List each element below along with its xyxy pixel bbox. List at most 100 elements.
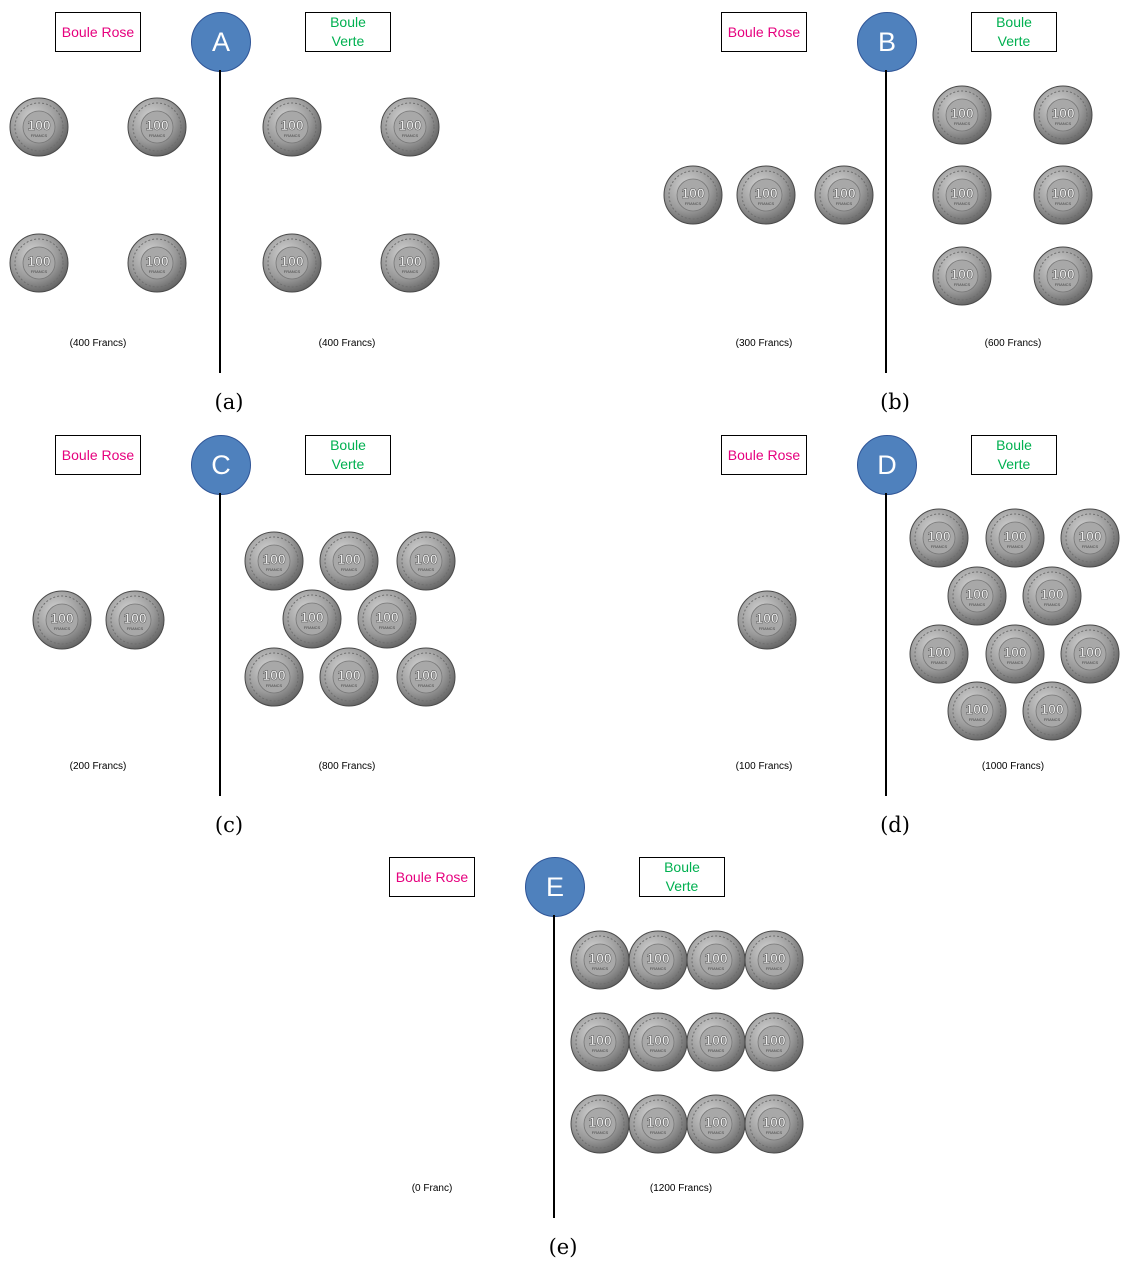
svg-text:100: 100 <box>1051 105 1075 121</box>
coin-100-francs-icon: 100 FRANCS <box>909 624 969 684</box>
coin-100-francs-icon: 100 FRANCS <box>570 1094 630 1154</box>
svg-text:FRANCS: FRANCS <box>31 133 48 138</box>
svg-text:100: 100 <box>337 667 361 683</box>
boule-verte-label-line1: Boule <box>330 13 366 32</box>
svg-text:100: 100 <box>280 117 304 133</box>
svg-text:FRANCS: FRANCS <box>418 683 435 688</box>
boule-rose-box: Boule Rose <box>55 435 141 475</box>
divider-line <box>553 915 555 1218</box>
svg-text:FRANCS: FRANCS <box>1082 660 1099 665</box>
boule-verte-label-line2: Verte <box>332 455 365 474</box>
svg-text:100: 100 <box>646 1114 670 1130</box>
svg-text:FRANCS: FRANCS <box>954 121 971 126</box>
coin-100-francs-icon: 100 FRANCS <box>396 531 456 591</box>
option-circle: E <box>525 857 585 917</box>
panel-caption: (b) <box>865 390 925 414</box>
boule-verte-box: Boule Verte <box>305 435 391 475</box>
svg-text:FRANCS: FRANCS <box>1007 660 1024 665</box>
coin-100-francs-icon: 100 FRANCS <box>244 531 304 591</box>
coin-100-francs-icon: 100 FRANCS <box>396 647 456 707</box>
panel-e: Boule Rose E Boule Verte (0 Franc) (1200… <box>334 845 794 1265</box>
boule-rose-box: Boule Rose <box>721 435 807 475</box>
left-amount: (100 Francs) <box>694 761 834 772</box>
coin-100-francs-icon: 100 FRANCS <box>947 566 1007 626</box>
coin-100-francs-icon: 100 FRANCS <box>932 165 992 225</box>
coin-100-francs-icon: 100 FRANCS <box>744 1094 804 1154</box>
svg-text:FRANCS: FRANCS <box>54 626 71 631</box>
coin-100-francs-icon: 100 FRANCS <box>932 246 992 306</box>
coin-100-francs-icon: 100 FRANCS <box>663 165 723 225</box>
coin-100-francs-icon: 100 FRANCS <box>380 97 440 157</box>
svg-text:100: 100 <box>375 609 399 625</box>
svg-text:100: 100 <box>27 253 51 269</box>
boule-verte-label-line1: Boule <box>330 436 366 455</box>
boule-verte-box: Boule Verte <box>971 12 1057 52</box>
svg-text:FRANCS: FRANCS <box>341 567 358 572</box>
svg-text:100: 100 <box>646 950 670 966</box>
svg-text:100: 100 <box>755 610 779 626</box>
panel-caption: (e) <box>533 1235 593 1259</box>
option-circle: B <box>857 12 917 72</box>
right-amount: (600 Francs) <box>943 338 1083 349</box>
panel-d: Boule Rose D Boule Verte (100 Francs) (1… <box>666 423 1121 843</box>
option-circle: D <box>857 435 917 495</box>
panel-caption: (a) <box>199 390 259 414</box>
option-circle: A <box>191 12 251 72</box>
right-amount: (800 Francs) <box>277 761 417 772</box>
coin-100-francs-icon: 100 FRANCS <box>9 233 69 293</box>
svg-text:100: 100 <box>950 266 974 282</box>
right-amount: (400 Francs) <box>277 338 417 349</box>
svg-text:FRANCS: FRANCS <box>969 717 986 722</box>
svg-text:FRANCS: FRANCS <box>1055 282 1072 287</box>
boule-verte-box: Boule Verte <box>305 12 391 52</box>
coin-100-francs-icon: 100 FRANCS <box>744 930 804 990</box>
svg-text:FRANCS: FRANCS <box>931 660 948 665</box>
coin-100-francs-icon: 100 FRANCS <box>244 647 304 707</box>
coin-100-francs-icon: 100 FRANCS <box>814 165 874 225</box>
svg-text:100: 100 <box>27 117 51 133</box>
svg-text:FRANCS: FRANCS <box>402 269 419 274</box>
svg-text:100: 100 <box>927 528 951 544</box>
svg-text:100: 100 <box>950 185 974 201</box>
coin-100-francs-icon: 100 FRANCS <box>909 508 969 568</box>
right-amount: (1200 Francs) <box>611 1183 751 1194</box>
svg-text:FRANCS: FRANCS <box>127 626 144 631</box>
svg-text:FRANCS: FRANCS <box>149 269 166 274</box>
svg-text:100: 100 <box>1040 586 1064 602</box>
coin-100-francs-icon: 100 FRANCS <box>282 589 342 649</box>
svg-text:FRANCS: FRANCS <box>304 625 321 630</box>
svg-text:FRANCS: FRANCS <box>969 602 986 607</box>
boule-verte-label-line1: Boule <box>996 13 1032 32</box>
svg-text:100: 100 <box>262 667 286 683</box>
svg-text:FRANCS: FRANCS <box>592 966 609 971</box>
coin-100-francs-icon: 100 FRANCS <box>9 97 69 157</box>
boule-rose-label: Boule Rose <box>728 446 800 465</box>
svg-text:100: 100 <box>262 551 286 567</box>
boule-verte-label-line1: Boule <box>996 436 1032 455</box>
svg-text:FRANCS: FRANCS <box>379 625 396 630</box>
svg-text:100: 100 <box>50 610 74 626</box>
svg-text:100: 100 <box>337 551 361 567</box>
coin-100-francs-icon: 100 FRANCS <box>947 681 1007 741</box>
svg-text:100: 100 <box>927 644 951 660</box>
coin-100-francs-icon: 100 FRANCS <box>262 233 322 293</box>
option-letter: C <box>211 450 231 481</box>
svg-text:100: 100 <box>398 117 422 133</box>
coin-100-francs-icon: 100 FRANCS <box>262 97 322 157</box>
boule-rose-label: Boule Rose <box>728 23 800 42</box>
coin-100-francs-icon: 100 FRANCS <box>1060 508 1120 568</box>
coin-100-francs-icon: 100 FRANCS <box>736 165 796 225</box>
coin-100-francs-icon: 100 FRANCS <box>686 1094 746 1154</box>
coin-100-francs-icon: 100 FRANCS <box>570 930 630 990</box>
svg-text:100: 100 <box>1078 644 1102 660</box>
svg-text:FRANCS: FRANCS <box>592 1130 609 1135</box>
svg-text:100: 100 <box>965 586 989 602</box>
coin-100-francs-icon: 100 FRANCS <box>319 531 379 591</box>
svg-text:FRANCS: FRANCS <box>708 1048 725 1053</box>
svg-text:FRANCS: FRANCS <box>1082 544 1099 549</box>
option-letter: B <box>878 27 896 58</box>
svg-text:100: 100 <box>965 701 989 717</box>
svg-text:100: 100 <box>704 1114 728 1130</box>
boule-verte-box: Boule Verte <box>639 857 725 897</box>
panel-b: Boule Rose B Boule Verte (300 Francs) (6… <box>666 0 1121 420</box>
